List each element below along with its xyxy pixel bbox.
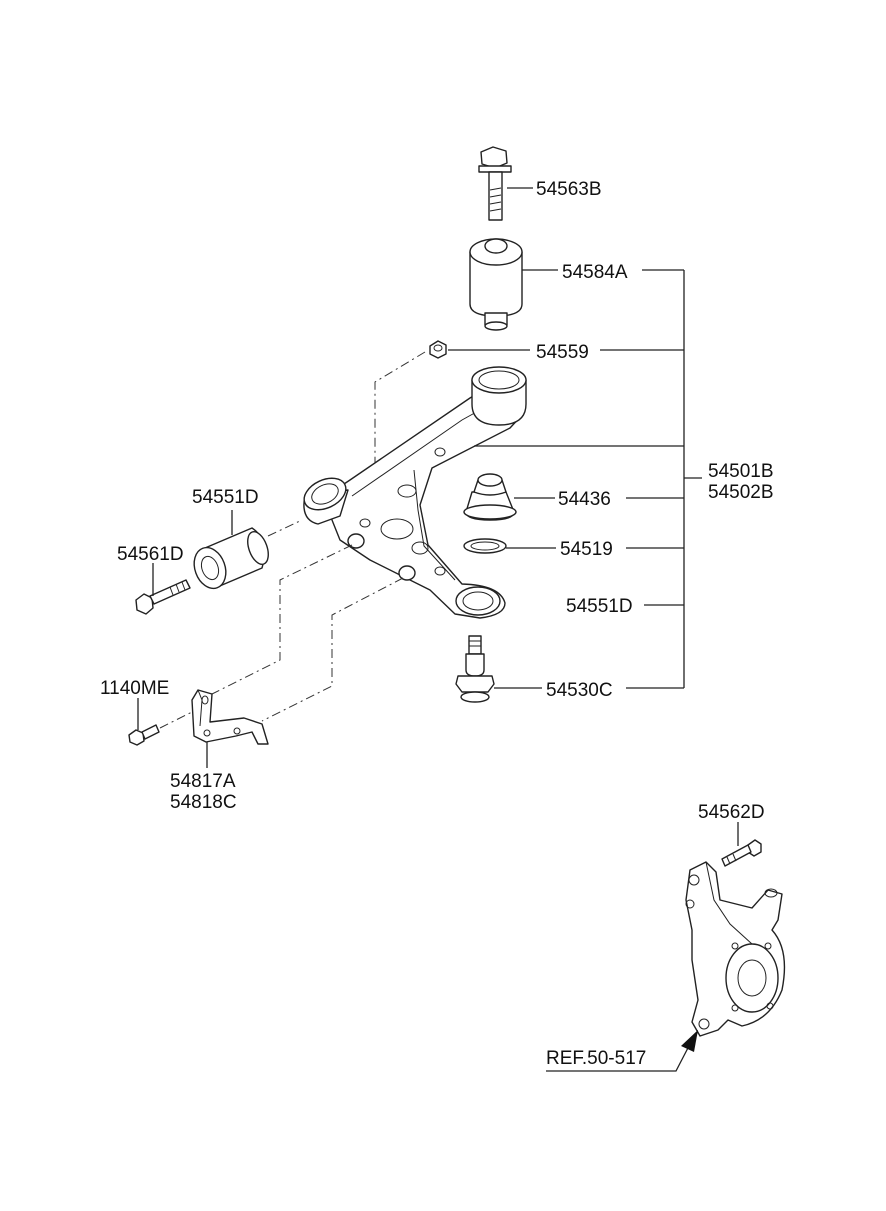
dust-cover-part (463, 473, 517, 521)
small-bolt-part (128, 724, 160, 746)
bracket-part (191, 689, 269, 745)
label-54551d-left: 54551D (192, 487, 259, 508)
ref-leader (546, 1043, 691, 1072)
label-54563b: 54563B (536, 179, 602, 200)
label-54436: 54436 (558, 489, 611, 510)
label-54501b: 54501B (708, 461, 774, 482)
connector-nut-to-arm (374, 351, 426, 478)
label-54502b: 54502B (708, 482, 774, 503)
left-bolt-part (135, 579, 191, 615)
top-bolt-part (478, 146, 512, 221)
connector-arm-to-bracket-2 (261, 577, 404, 722)
connector-arm-to-bracket-1 (211, 544, 353, 695)
label-54551d-right: 54551D (566, 596, 633, 617)
top-bushing-part (469, 238, 523, 331)
label-54519: 54519 (560, 539, 613, 560)
left-bushing-part (193, 527, 269, 590)
label-1140me: 1140ME (100, 678, 169, 699)
label-54818c: 54818C (170, 792, 237, 813)
label-54584a: 54584A (562, 262, 628, 283)
retaining-ring-part (463, 538, 507, 554)
steering-knuckle-part (685, 861, 786, 1037)
label-54817a: 54817A (170, 771, 236, 792)
lower-control-arm-part (303, 366, 527, 619)
nut-part (429, 340, 447, 359)
connector-bushing-to-arm (267, 519, 303, 537)
label-54562d: 54562D (698, 802, 765, 823)
knuckle-bolt-part (721, 839, 762, 867)
label-54530c: 54530C (546, 680, 613, 701)
label-54559: 54559 (536, 342, 589, 363)
ball-joint-part (455, 635, 495, 703)
label-54561d: 54561D (117, 544, 184, 565)
label-ref: REF.50-517 (546, 1048, 646, 1069)
ref-arrowhead (681, 1030, 698, 1052)
connector-bolt-to-bracket (159, 709, 197, 729)
